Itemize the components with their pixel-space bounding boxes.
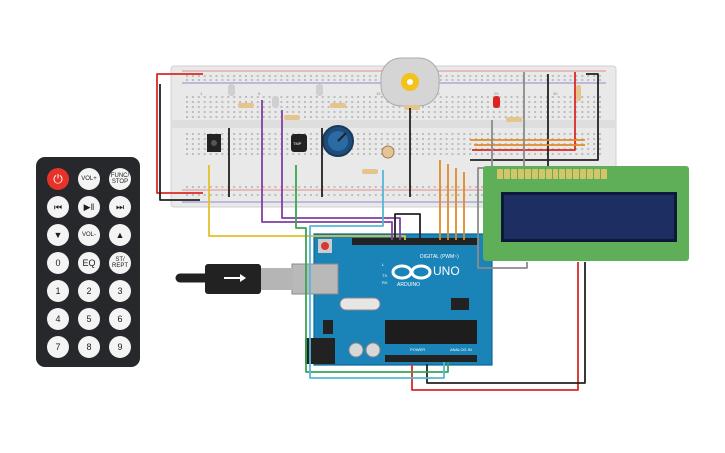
remote-button-next[interactable]: ⏭ [109, 196, 131, 218]
digital-label: DIGITAL (PWM~) [420, 254, 459, 260]
bb-row-number: 5 [258, 91, 261, 96]
photoresistor [381, 145, 395, 159]
led-white [228, 84, 235, 96]
remote-button-eq[interactable]: EQ [78, 252, 100, 274]
remote-button-st-rept[interactable]: ST/ REPT [109, 252, 131, 274]
atmega-chip [385, 320, 477, 344]
remote-button-vol-down[interactable]: VOL- [78, 224, 100, 246]
lcd-display-module [483, 166, 689, 261]
arduino-logo-icon [391, 264, 432, 280]
usb-port [291, 263, 339, 295]
usb-symbol-icon [224, 274, 246, 282]
remote-button-1[interactable]: 1 [47, 280, 69, 302]
digital-header [352, 238, 478, 245]
potentiometer [322, 125, 354, 157]
remote-button-6[interactable]: 6 [109, 308, 131, 330]
remote-button-play-pause[interactable]: ▶‖ [78, 196, 100, 218]
led-red [493, 96, 500, 108]
analog-in-label: ANALOG IN [450, 347, 472, 352]
remote-button-vol-up[interactable]: VOL+ [78, 168, 100, 190]
tmp-label: TMP [293, 141, 302, 146]
arduino-uno-board: UNO ARDUINO DIGITAL (PWM~) POWER ANALOG … [291, 233, 493, 366]
usb-cable [175, 264, 293, 294]
resistors [238, 85, 581, 174]
remote-button-2[interactable]: 2 [78, 280, 100, 302]
remote-button-down[interactable]: ▼ [47, 224, 69, 246]
led-white [272, 96, 279, 108]
led-white [316, 84, 323, 96]
lcd-pin-header [497, 169, 607, 179]
tx-label: TX [382, 273, 387, 278]
bb-row-number: 1 [200, 91, 203, 96]
bb-row-number: 25 [494, 91, 499, 96]
uno-label: UNO [433, 264, 460, 278]
lcd-screen [501, 192, 677, 242]
remote-button-power[interactable]: ⏻ [47, 168, 69, 190]
ir-receiver [207, 134, 221, 152]
remote-button-0[interactable]: 0 [47, 252, 69, 274]
arduino-brand-label: ARDUINO [397, 282, 420, 288]
remote-button-prev[interactable]: ⏮ [47, 196, 69, 218]
l-led-label: L [382, 262, 385, 267]
remote-button-7[interactable]: 7 [47, 336, 69, 358]
bb-row-number: 30 [553, 91, 558, 96]
remote-button-5[interactable]: 5 [78, 308, 100, 330]
temperature-sensor: TMP [291, 134, 307, 152]
power-label: POWER [410, 347, 425, 352]
wires [156, 72, 599, 391]
remote-button-4[interactable]: 4 [47, 308, 69, 330]
remote-button-9[interactable]: 9 [109, 336, 131, 358]
bb-row-number: 15 [376, 91, 381, 96]
remote-button-up[interactable]: ▲ [109, 224, 131, 246]
dc-motor [380, 57, 440, 107]
remote-button-3[interactable]: 3 [109, 280, 131, 302]
remote-button-func-stop[interactable]: FUNC/ STOP [109, 168, 131, 190]
remote-button-8[interactable]: 8 [78, 336, 100, 358]
analog-power-header [385, 355, 477, 362]
rx-label: RX [382, 280, 388, 285]
breadboard-components: TMP [207, 57, 581, 174]
